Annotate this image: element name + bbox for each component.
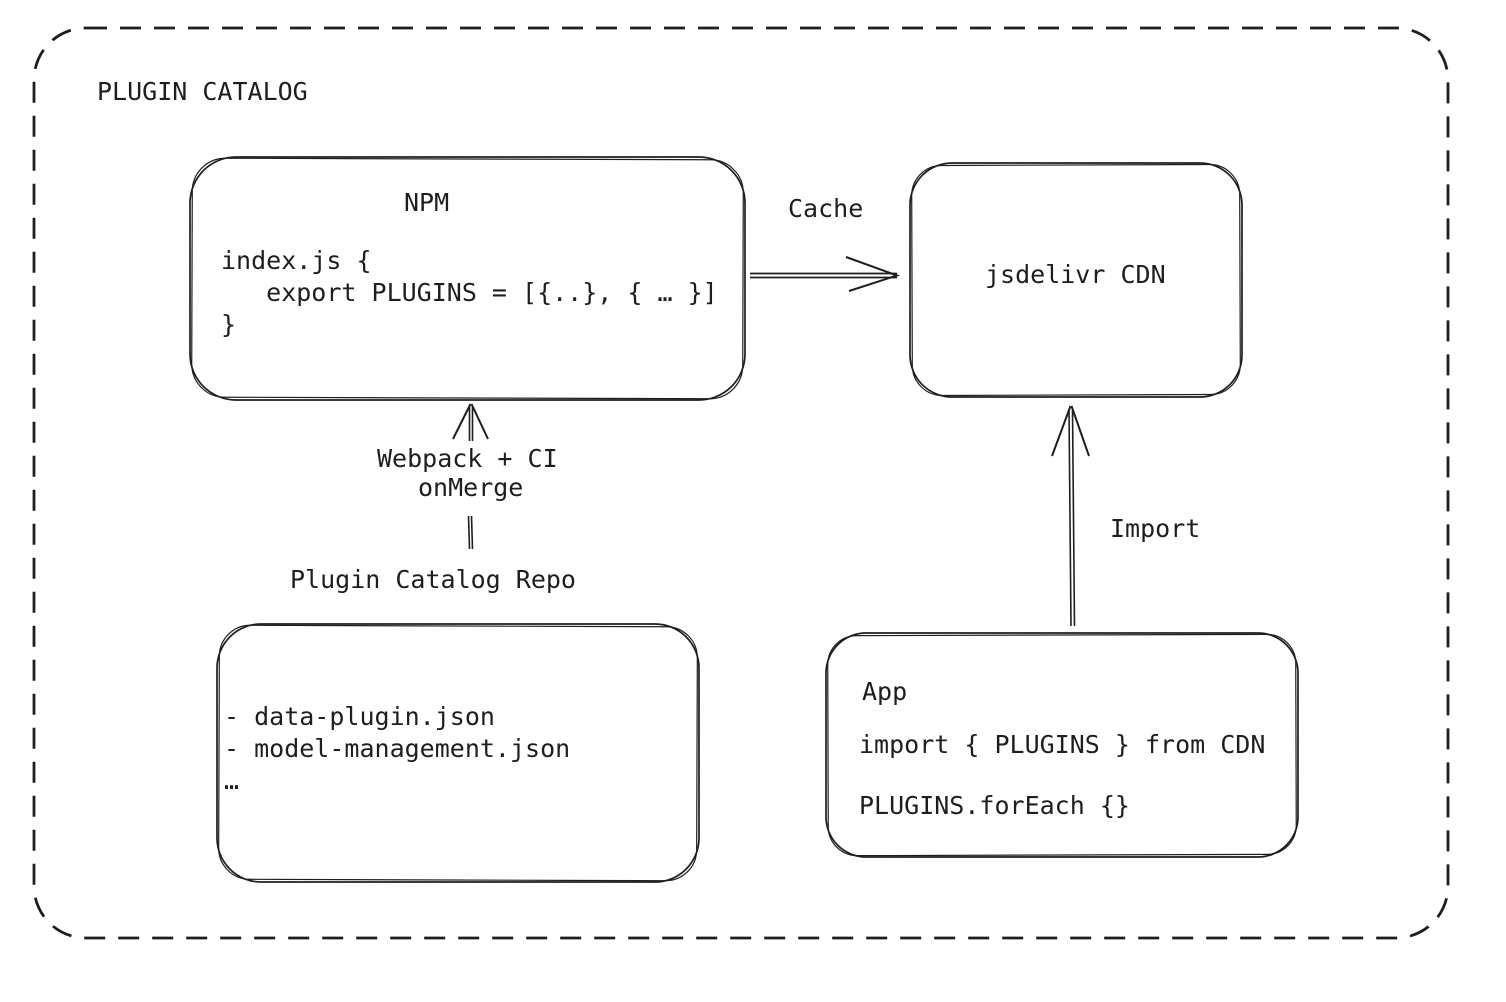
repo-box-shape: [216, 623, 700, 883]
cdn-box-shape: [909, 162, 1243, 398]
npm-code-line: index.js {: [221, 246, 372, 275]
repo-file-item: - model-management.json: [224, 734, 571, 763]
npm-box-title: NPM: [404, 188, 450, 217]
npm-code-line: export PLUGINS = [{..}, { … }]: [221, 278, 718, 307]
app-code-line: PLUGINS.forEach {}: [859, 791, 1130, 820]
repo-file-list: - data-plugin.json - model-management.js…: [224, 701, 570, 797]
cdn-box-label: jsdelivr CDN: [985, 260, 1166, 289]
build-arrow-label-line2: onMerge: [418, 473, 524, 502]
npm-code-block: index.js { export PLUGINS = [{..}, { … }…: [221, 245, 718, 341]
app-code-line: import { PLUGINS } from CDN: [859, 730, 1266, 759]
cache-arrow: [750, 256, 901, 292]
build-arrow-label-line1: Webpack + CI: [377, 444, 558, 473]
npm-code-line: }: [221, 310, 237, 339]
npm-box-shape: [189, 156, 746, 401]
catalog-boundary-border: [32, 26, 1450, 940]
app-box-shape: [825, 632, 1299, 858]
import-arrow: [1051, 405, 1090, 627]
cache-arrow-label: Cache: [788, 194, 864, 223]
repo-box-title: Plugin Catalog Repo: [290, 565, 576, 594]
catalog-title: PLUGIN CATALOG: [97, 77, 308, 106]
repo-file-item: …: [224, 766, 240, 795]
repo-file-item: - data-plugin.json: [224, 702, 495, 731]
build-arrow: [452, 403, 489, 550]
app-box-title: App: [862, 677, 908, 706]
import-arrow-label: Import: [1110, 514, 1201, 543]
